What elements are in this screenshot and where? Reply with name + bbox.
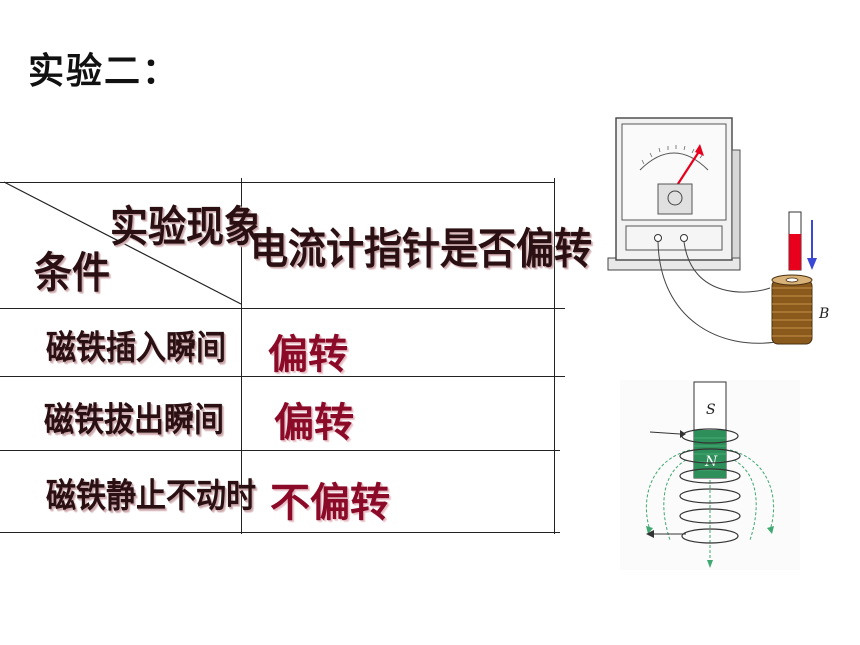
condition-row-1: 磁铁插入瞬间 (46, 328, 226, 369)
table-line-row1-bottom (0, 376, 565, 377)
table-line-mid (241, 178, 242, 534)
pole-s-label: S (706, 402, 716, 418)
result-row-2: 偏转 (274, 400, 354, 446)
table-line-top (0, 182, 555, 183)
header-right-label: 电流计指针是否偏转 (250, 224, 593, 274)
table-corner-diagonal (3, 181, 242, 305)
table-line-header-bottom (0, 308, 565, 309)
table-line-right (554, 178, 555, 534)
table-line-bottom (0, 532, 560, 533)
condition-row-2: 磁铁拔出瞬间 (44, 400, 224, 441)
result-row-1: 偏转 (268, 332, 348, 378)
table-line-row2-bottom (0, 450, 560, 451)
pole-n-label: N (704, 454, 718, 470)
result-row-3: 不偏转 (270, 480, 390, 526)
result-table: 实验现象 条件 电流计指针是否偏转 磁铁插入瞬间 偏转 磁铁拔出瞬间 偏转 磁铁… (0, 178, 592, 534)
magnet-field-figure: S N (620, 380, 800, 570)
galvanometer-figure: B (600, 110, 840, 360)
corner-top-label: 实验现象 (110, 202, 263, 252)
coil-label: B (818, 306, 829, 322)
page-title: 实验二： (28, 51, 181, 92)
condition-row-3: 磁铁静止不动时 (46, 476, 256, 517)
corner-bottom-label: 条件 (34, 248, 111, 298)
